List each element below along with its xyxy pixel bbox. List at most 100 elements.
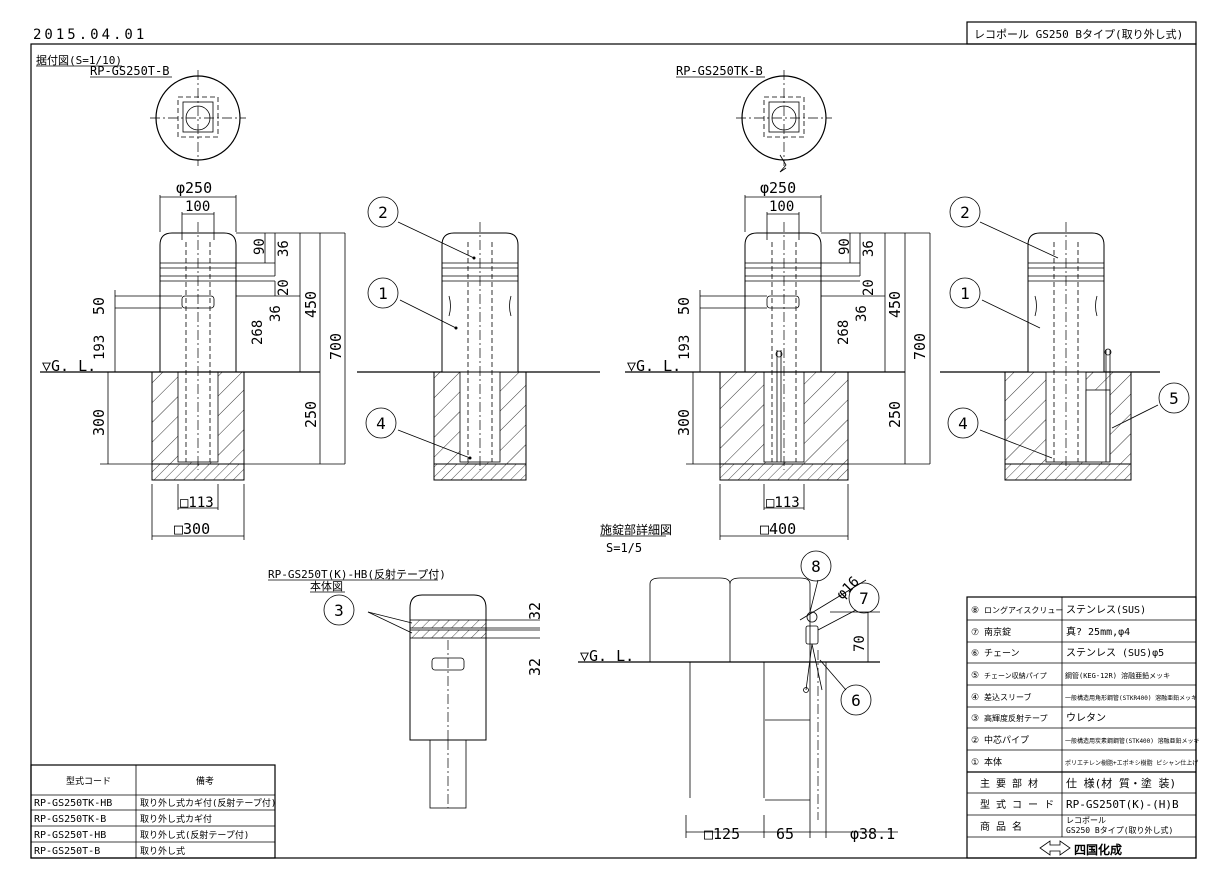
svg-text:4: 4: [958, 414, 968, 433]
part-spec-1: ポリエチレン樹脂+エポキシ樹脂 ピシャン仕上げ: [1065, 759, 1198, 767]
dim-sq113-right: □113: [766, 495, 800, 511]
section-left-a: [357, 221, 600, 481]
balloon-5: 5: [1158, 382, 1190, 414]
balloon-6: 6: [840, 684, 872, 716]
balloon-8: 8: [800, 550, 832, 582]
gl-label-right: ▽G. L.: [627, 357, 681, 375]
dim-36-left: 36: [276, 240, 292, 257]
dim-phi250-right: φ250: [760, 179, 796, 197]
detail-title: 施錠部詳細図: [600, 522, 672, 537]
sheet-border: [30, 43, 1197, 859]
tape-drawing-subtitle: 本体図: [310, 579, 343, 593]
name-value-1: レコポール: [1066, 816, 1106, 825]
dim-phi250-left: φ250: [176, 179, 212, 197]
title-box: [966, 21, 1197, 45]
dim-300v-right: 300: [675, 409, 693, 436]
part-name-4: 差込スリーブ: [984, 692, 1032, 702]
note-row-4: 取り外し式: [140, 845, 185, 857]
section-right-a: [940, 221, 1160, 481]
dim-268-left: 268: [250, 320, 266, 345]
part-no-3: ③: [971, 714, 979, 724]
dim-32b: 32: [526, 658, 544, 676]
part-row-8: ⑧: [971, 606, 979, 616]
company-logo: 四国化成: [1039, 840, 1122, 857]
note-row-3: 取り外し式(反射テープ付): [140, 829, 249, 841]
note-row-2: 取り外し式カギ付: [140, 813, 212, 825]
dim-65: 65: [776, 825, 794, 843]
svg-text:4: 4: [376, 414, 386, 433]
svg-text:8: 8: [811, 557, 821, 576]
svg-text:1: 1: [960, 284, 970, 303]
code-row-1: RP-GS250TK-HB: [34, 798, 112, 809]
type-value: RP-GS250T(K)-(H)B: [1066, 798, 1179, 811]
svg-text:6: 6: [851, 691, 861, 710]
tape-body-view: [367, 594, 540, 809]
part-no-6: ⑥: [971, 649, 979, 659]
svg-text:7: 7: [859, 589, 869, 608]
svg-text:5: 5: [1169, 389, 1179, 408]
part-no-7: ⑦: [971, 628, 979, 638]
balloon-4-right: 4: [947, 407, 979, 439]
balloon-7: 7: [848, 582, 880, 614]
top-view-right: [736, 70, 832, 173]
model-code-table: [30, 764, 276, 859]
dim-50-right: 50: [675, 297, 693, 315]
part-spec-8: ステンレス(SUS): [1066, 605, 1146, 616]
dim-700-left: 700: [327, 333, 345, 360]
sheet-title: レコポール GS250 Bタイプ(取り外し式): [974, 28, 1183, 41]
dim-193-right: 193: [677, 335, 693, 360]
part-name-7: 南京錠: [984, 626, 1011, 638]
part-name-1: 本体: [984, 756, 1002, 768]
dim-36b-right: 36: [854, 305, 870, 322]
part-no-4: ④: [971, 693, 979, 703]
dim-300v-left: 300: [90, 409, 108, 436]
dim-phi38: φ38.1: [850, 825, 895, 843]
part-spec-5: 鋼管(KEG-12R) 溶融亜鉛メッキ: [1065, 671, 1170, 680]
dim-36-right: 36: [861, 240, 877, 257]
svg-text:2: 2: [378, 203, 388, 222]
dim-100-right: 100: [769, 199, 794, 215]
company-name: 四国化成: [1074, 842, 1122, 857]
name-label: 商 品 名: [980, 820, 1022, 833]
dim-sq113-left: □113: [180, 495, 214, 511]
dim-100-left: 100: [185, 199, 210, 215]
dim-450-right: 450: [886, 291, 904, 318]
dim-250v-left: 250: [302, 401, 320, 428]
type-label: 型 式 コ ー ド: [980, 798, 1054, 811]
code-row-3: RP-GS250T-HB: [34, 830, 106, 841]
top-view-left: [150, 70, 246, 166]
note-row-1: 取り外し式カギ付(反射テープ付): [140, 797, 276, 809]
name-value-2: GS250 Bタイプ(取り外し式): [1066, 825, 1173, 835]
model-label-t: RP-GS250T-B: [90, 64, 169, 78]
part-spec-6: ステンレス (SUS)φ5: [1066, 648, 1164, 659]
part-name-8: ロングアイスクリュー: [984, 605, 1063, 615]
part-spec-3: ウレタン: [1066, 712, 1106, 724]
dim-sq400: □400: [760, 520, 796, 538]
part-name-6: チェーン: [984, 648, 1020, 659]
svg-text:1: 1: [378, 284, 388, 303]
elevation-right-a: [625, 195, 931, 540]
tape-drawing-title: RP-GS250T(K)-HB(反射テープ付): [268, 567, 446, 581]
dim-250v-right: 250: [886, 401, 904, 428]
col-spec-header: 仕 様(材 質・塗 装): [1066, 776, 1176, 790]
date-text: 2015.04.01: [33, 27, 147, 43]
part-no-1: ①: [971, 758, 979, 768]
detail-scale: S=1/5: [606, 541, 642, 555]
scale-label: 据付図(S=1/10): [36, 53, 122, 67]
svg-text:3: 3: [334, 601, 344, 620]
gl-label-left: ▽G. L.: [42, 357, 96, 375]
part-name-2: 中芯パイプ: [984, 734, 1029, 746]
balloon-2-right: 2: [949, 196, 981, 228]
elevation-left-a: [40, 195, 346, 540]
part-spec-4: 一般構造用角形鋼管(STKR400) 溶融亜鉛メッキ: [1065, 694, 1197, 702]
lock-detail-view: [578, 577, 898, 838]
balloon-1-right: 1: [949, 277, 981, 309]
dim-70: 70: [852, 635, 868, 652]
dim-20-right: 20: [861, 279, 877, 296]
svg-text:2: 2: [960, 203, 970, 222]
code-row-2: RP-GS250TK-B: [34, 814, 106, 825]
dim-700-right: 700: [911, 333, 929, 360]
dim-90-right: 90: [837, 238, 853, 255]
